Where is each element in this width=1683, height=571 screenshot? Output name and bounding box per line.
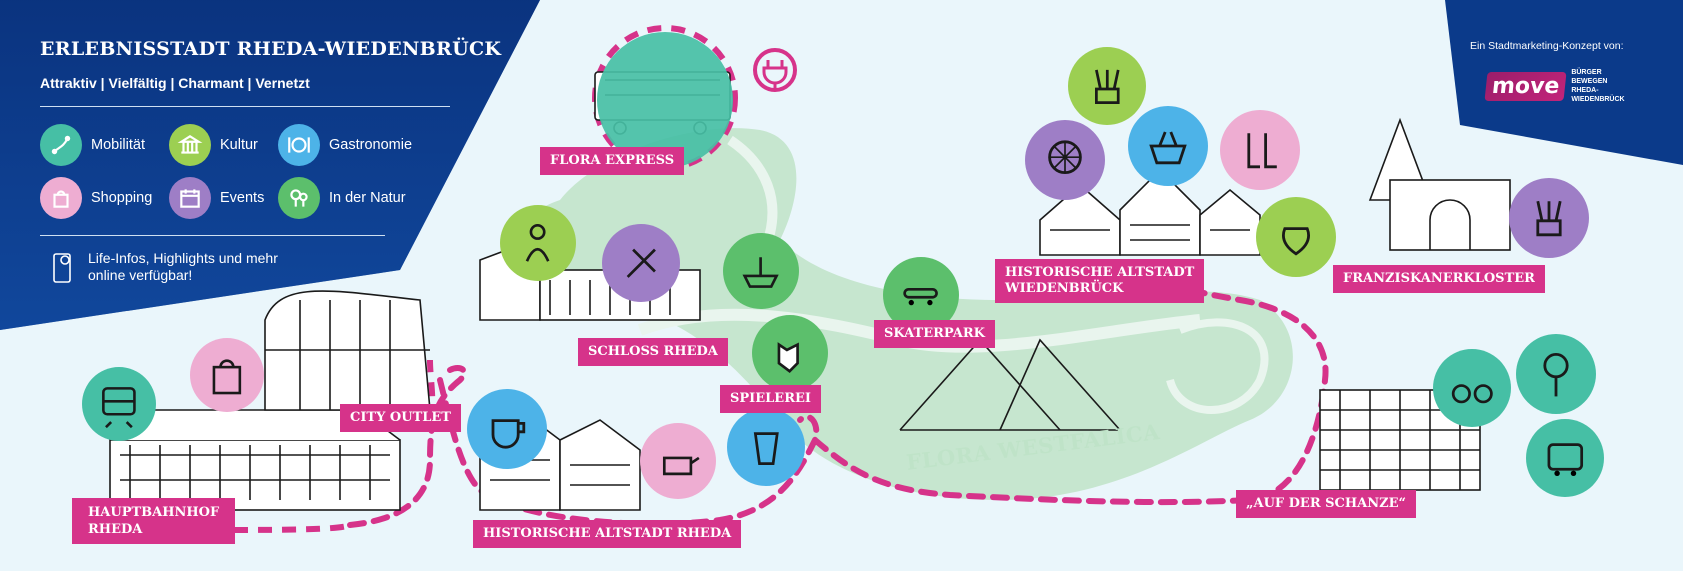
boat-icon: [742, 257, 780, 289]
museum-icon: [169, 124, 211, 166]
dining-icon: [278, 124, 320, 166]
gastro-badge-1: [467, 389, 547, 469]
page-title: ERLEBNISSTADT RHEDA-WIEDENBRÜCK: [40, 38, 502, 60]
legend-events[interactable]: Events: [169, 177, 264, 219]
mobility-badge-1: [1433, 349, 1511, 427]
page-subtitle: Attraktiv | Vielfältig | Charmant | Vern…: [40, 75, 310, 91]
label-spielerei[interactable]: SPIELEREI: [720, 385, 821, 413]
label-hauptbahnhof[interactable]: HAUPTBAHNHOF RHEDA: [72, 498, 236, 544]
label-franziskanerkloster[interactable]: FRANZISKANERKLOSTER: [1333, 265, 1545, 293]
legend-label: In der Natur: [329, 190, 406, 206]
shopping-bag-icon: [40, 177, 82, 219]
brand-caption: Ein Stadtmarketing-Konzept von:: [1470, 40, 1624, 52]
mobility-badge-2: [1516, 334, 1596, 414]
label-skaterpark[interactable]: SKATERPARK: [874, 320, 995, 348]
legend-mobility[interactable]: Mobilität: [40, 124, 145, 166]
goat-icon: [778, 342, 800, 374]
glass-icon: [753, 431, 779, 465]
nature-badge-1: [723, 233, 799, 309]
craft-icon: [626, 248, 656, 278]
basket-icon: [1149, 131, 1187, 165]
train-icon: [102, 387, 136, 429]
legend-label: Kultur: [220, 137, 258, 153]
legend-gastronomie[interactable]: Gastronomie: [278, 124, 412, 166]
gastro-badge-3: [1128, 106, 1208, 186]
events-badge-2: [1025, 120, 1105, 200]
label-hauptbahnhof-line-1: HAUPTBAHNHOF: [88, 505, 220, 520]
calendar-icon: [169, 177, 211, 219]
shopping-bag-icon: [212, 359, 242, 395]
label-city-outlet[interactable]: CITY OUTLET: [340, 404, 461, 432]
bike-rack-icon: [1451, 383, 1493, 404]
cup-icon: [491, 419, 526, 449]
move-logo[interactable]: move BÜRGER BEWEGEN RHEDA-WIEDENBRÜCK: [1484, 66, 1626, 106]
phone-pin-icon: [53, 253, 71, 283]
legend-label: Mobilität: [91, 137, 145, 153]
bus-stop-icon: [1543, 353, 1569, 397]
online-info[interactable]: Life-Infos, Highlights und mehr online v…: [52, 250, 318, 284]
route-icon: [40, 124, 82, 166]
legend-label: Events: [220, 190, 265, 206]
shopping-badge-2: [640, 423, 716, 499]
events-badge-3: [1509, 178, 1589, 258]
flora-express-badge[interactable]: [597, 32, 733, 168]
legend-label: Shopping: [91, 190, 153, 206]
plug-icon: [753, 48, 797, 92]
label-schloss-rheda[interactable]: SCHLOSS RHEDA: [578, 338, 728, 366]
train-badge: [82, 367, 156, 441]
nature-badge-2: [752, 315, 828, 391]
logo-word: move: [1484, 71, 1567, 101]
gastro-badge-2: [727, 408, 805, 486]
teapot-icon: [663, 457, 701, 476]
label-altstadt-wiedenbrueck-line-1: HISTORISCHE ALTSTADT: [1005, 265, 1195, 280]
skateboard-icon: [903, 288, 939, 306]
shopping-badge-3: [1220, 110, 1300, 190]
legend-shopping[interactable]: Shopping: [40, 177, 152, 219]
logo-tagline-line-1: BÜRGER BEWEGEN: [1571, 69, 1608, 85]
shopping-badge: [190, 338, 264, 412]
logo-tagline-line-2: RHEDA-WIEDENBRÜCK: [1571, 87, 1625, 103]
label-auf-der-schanze[interactable]: „AUF DER SCHANZE“: [1236, 490, 1417, 518]
divider: [40, 106, 450, 107]
trees-icon: [278, 177, 320, 219]
ferris-wheel-icon: [1048, 140, 1082, 174]
pottery-icon: [1282, 227, 1310, 256]
logo-tagline: BÜRGER BEWEGEN RHEDA-WIEDENBRÜCK: [1571, 68, 1626, 104]
boots-icon: [1247, 133, 1277, 169]
label-flora-express[interactable]: FLORA EXPRESS: [540, 147, 685, 175]
bus-icon: [1547, 442, 1583, 476]
figure-icon: [526, 224, 550, 263]
mobility-badge-3: [1526, 419, 1604, 497]
label-altstadt-rheda[interactable]: HISTORISCHE ALTSTADT RHEDA: [473, 520, 742, 548]
culture-badge-3: [1256, 197, 1336, 277]
brushes-icon: [1536, 200, 1562, 237]
label-altstadt-wiedenbrueck[interactable]: HISTORISCHE ALTSTADT WIEDENBRÜCK: [995, 259, 1205, 303]
divider: [40, 235, 385, 236]
events-badge-1: [602, 224, 680, 302]
label-hauptbahnhof-line-2: RHEDA: [88, 522, 143, 537]
legend-kultur[interactable]: Kultur: [169, 124, 258, 166]
culture-badge-2: [1068, 47, 1146, 125]
culture-badge-1: [500, 205, 576, 281]
label-altstadt-wiedenbrueck-line-2: WIEDENBRÜCK: [1005, 281, 1124, 296]
legend-label: Gastronomie: [329, 137, 413, 153]
legend-natur[interactable]: In der Natur: [278, 177, 406, 219]
info-text: Life-Infos, Highlights und mehr online v…: [88, 250, 278, 283]
brushes-icon: [1094, 69, 1120, 104]
